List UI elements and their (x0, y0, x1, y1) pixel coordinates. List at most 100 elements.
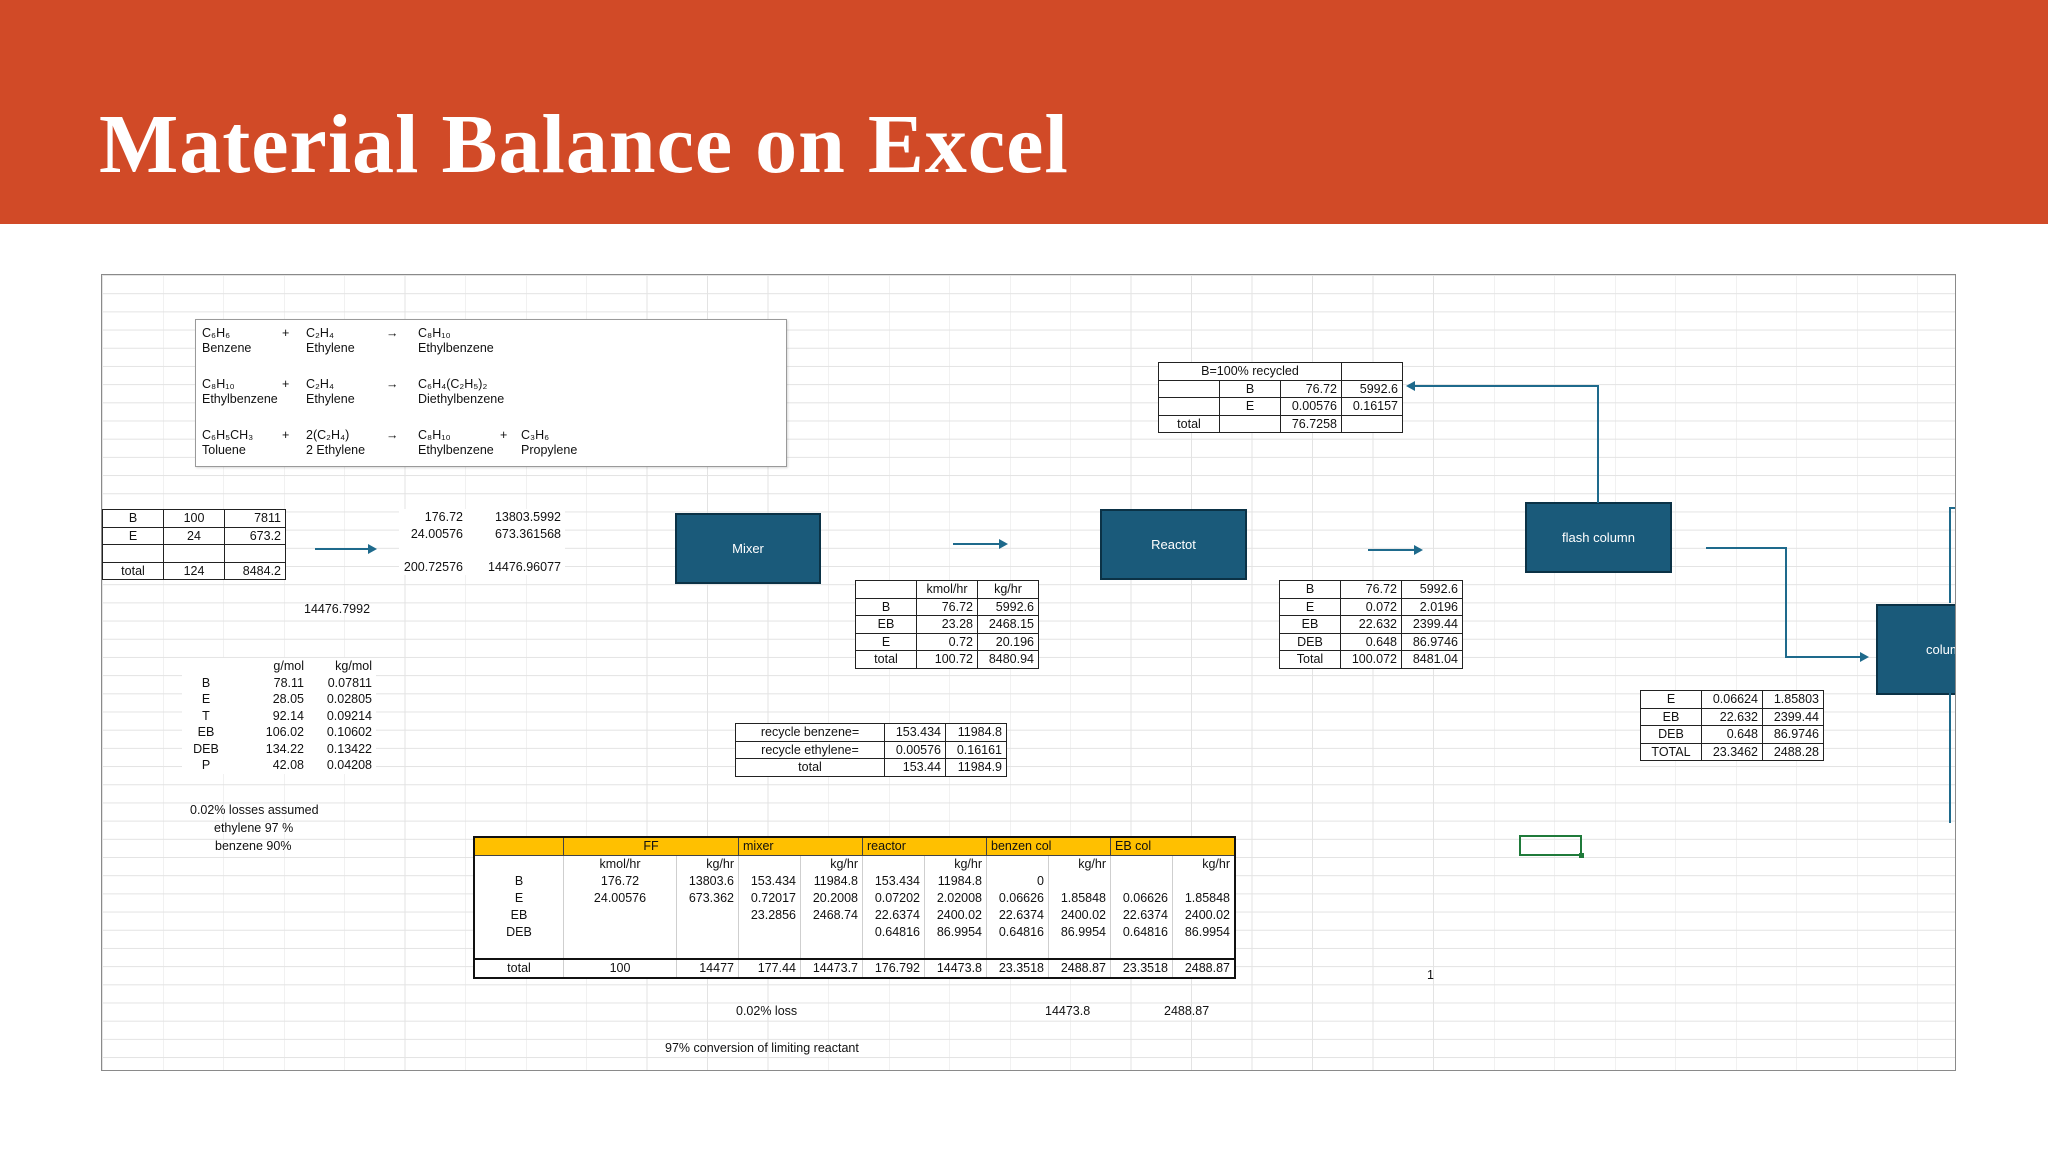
table-cell (399, 542, 467, 559)
table-cell: 1.85848 (1048, 890, 1111, 907)
species-name: 2 Ethylene (306, 443, 366, 457)
bottoms-line-horizontal (1706, 547, 1787, 549)
table-cell: EB (1279, 615, 1341, 634)
table-cell: 78.11 (273, 675, 304, 690)
table-cell (855, 580, 917, 599)
edge-line-upper (1949, 507, 1951, 603)
table-cell (676, 924, 739, 941)
species-formula: C₃H₆ (521, 428, 550, 442)
table-cell (1158, 397, 1220, 416)
recycle-line-vertical (1597, 385, 1599, 503)
table-cell: Total (1279, 650, 1341, 669)
table-cell: recycle ethylene= (735, 740, 885, 759)
species-formula: C₂H₄ (306, 326, 335, 340)
table-cell (1172, 873, 1236, 890)
table-cell: 7811 (224, 509, 286, 528)
table-cell (676, 907, 739, 924)
table-cell: 2399.44 (1401, 615, 1463, 634)
table-cell: 22.632 (1340, 615, 1402, 634)
table-cell: 86.9746 (1401, 632, 1463, 651)
table-cell: 28.05 (272, 692, 304, 706)
table-cell: 2399.44 (1762, 707, 1824, 726)
table-cell: 22.6374 (1110, 907, 1173, 924)
slide-title: Material Balance on Excel (99, 98, 1069, 191)
table-cell: 11984.8 (924, 873, 987, 890)
table-cell: 11984.8 (800, 873, 863, 890)
table-cell (738, 924, 801, 941)
table-cell (182, 658, 230, 675)
table-cell: DEB (1279, 632, 1341, 651)
species-name: Toluene (202, 443, 246, 457)
table-cell: 23.3518 (986, 958, 1049, 978)
table-cell: 0.72 (916, 632, 978, 651)
table-cell (1048, 941, 1111, 959)
table-cell: DEB (1640, 725, 1702, 744)
table-row (102, 544, 286, 563)
table-cell (102, 544, 164, 563)
table-cell: EB col (1110, 837, 1236, 856)
table-cell: T (202, 708, 210, 723)
table-cell: 23.2856 (738, 907, 801, 924)
table-cell: 0.06624 (1701, 690, 1763, 709)
mixer-unit: Mixer (675, 513, 821, 584)
table-cell: 22.6374 (986, 907, 1049, 924)
table-cell: 92.14 (272, 708, 304, 723)
edge-line-lower (1949, 693, 1951, 823)
table-cell: kg/hr (1172, 855, 1236, 873)
edge-line-top (1949, 507, 1955, 509)
table-cell: 76.7258 (1280, 414, 1342, 433)
table-cell (862, 941, 925, 959)
table-cell: P (201, 758, 211, 772)
species-name: Propylene (521, 443, 578, 457)
table-cell (1172, 941, 1236, 959)
species-formula: C₆H₅CH₃ (202, 428, 254, 442)
reaction-plus: + (282, 377, 290, 391)
table-cell: 2400.02 (1048, 907, 1111, 924)
table-cell: 20.196 (977, 632, 1039, 651)
table-cell: 0.64816 (1110, 924, 1173, 941)
feed-sum: 14476.7992 (304, 602, 371, 616)
cell-one: 1 (1427, 968, 1434, 982)
species-name: Ethylene (306, 341, 355, 355)
species-name: Ethylbenzene (418, 443, 494, 457)
table-cell: 86.9746 (1762, 725, 1824, 744)
title-banner (0, 0, 2048, 224)
reaction-arrow: → (386, 326, 399, 340)
table-cell: 2.0196 (1401, 597, 1463, 616)
recycle-arrow (1406, 381, 1599, 391)
table-cell (563, 907, 677, 924)
table-cell: 0.648 (1340, 632, 1402, 651)
selected-cell[interactable] (1519, 835, 1584, 858)
table-cell: kg/hr (800, 855, 863, 873)
table-cell (1341, 414, 1403, 433)
table-cell: 0.06626 (1110, 890, 1173, 907)
table-cell (563, 924, 677, 941)
table-cell: 2468.74 (800, 907, 863, 924)
table-row: total 76.7258 (1158, 414, 1403, 433)
table-cell (676, 941, 739, 959)
table-cell: B (474, 873, 564, 890)
table-cell: total (1158, 414, 1220, 433)
table-cell (1110, 941, 1173, 959)
table-header-row: B=100% recycled (1158, 362, 1403, 381)
reaction-arrow: → (386, 377, 399, 391)
table-cell: 153.434 (862, 873, 925, 890)
table-cell: 0.072 (1340, 597, 1402, 616)
